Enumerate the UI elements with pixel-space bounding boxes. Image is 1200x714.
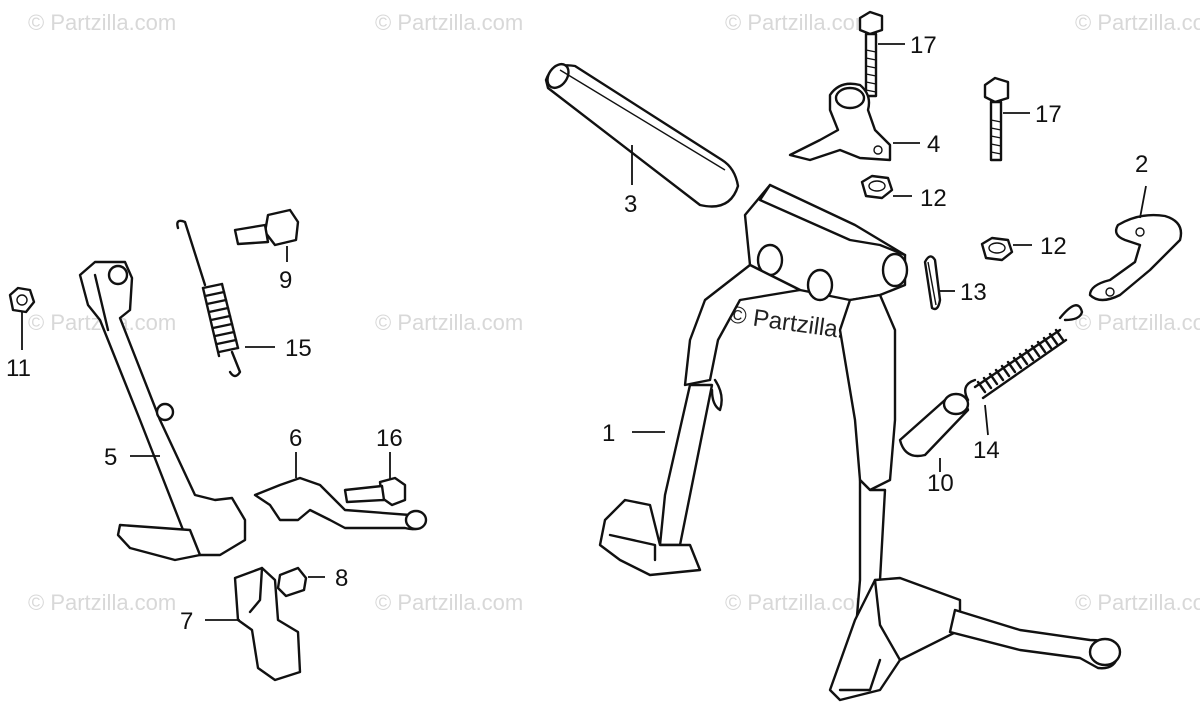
- callout-3: 3: [624, 191, 637, 218]
- leader-lines: [21, 43, 1147, 621]
- watermark-text: © Partzilla.com: [1075, 590, 1200, 615]
- callout-17: 17: [910, 32, 937, 59]
- callout-1: 1: [602, 420, 615, 447]
- callout-15: 15: [285, 335, 312, 362]
- part-17-bolt-right[interactable]: [983, 76, 1010, 162]
- part-4-bracket[interactable]: [788, 82, 892, 162]
- part-11-nut[interactable]: [8, 286, 36, 314]
- callout-7: 7: [180, 608, 193, 635]
- watermark-text: © Partzilla.com: [1075, 310, 1200, 335]
- part-7-foot-pad[interactable]: [233, 566, 302, 682]
- part-16-bolt[interactable]: [343, 476, 407, 507]
- watermark-text: © Partzilla.com: [725, 10, 873, 35]
- callout-12: 12: [1040, 233, 1067, 260]
- callout-4: 4: [927, 131, 940, 158]
- part-17-bolt-top[interactable]: [858, 10, 884, 98]
- callout-8: 8: [335, 565, 348, 592]
- part-2-plate[interactable]: [1088, 213, 1183, 302]
- callout-13: 13: [960, 279, 987, 306]
- callout-6: 6: [289, 425, 302, 452]
- watermark-text: © Partzilla.com: [375, 310, 523, 335]
- watermark-text: © Partzilla.com: [28, 10, 176, 35]
- part-12-nut-upper[interactable]: [860, 174, 894, 200]
- part-10-collar[interactable]: [898, 392, 970, 458]
- part-13-cotter-pin[interactable]: [923, 255, 942, 311]
- part-9-bolt[interactable]: [233, 208, 300, 247]
- part-6-lever-bracket[interactable]: [253, 476, 428, 531]
- callout-12: 12: [920, 185, 947, 212]
- part-12-nut-lower[interactable]: [980, 236, 1014, 262]
- callout-10: 10: [927, 470, 954, 497]
- part-3-pipe[interactable]: [543, 60, 740, 208]
- callout-9: 9: [279, 267, 292, 294]
- callout-17: 17: [1035, 101, 1062, 128]
- callout-14: 14: [973, 437, 1000, 464]
- callout-numbers: 17 17 4 12 12 13 2 3 1 14 10 9 15 11 5 6…: [6, 32, 1148, 635]
- watermark-text: © Partzilla.com: [725, 590, 873, 615]
- callout-11: 11: [6, 355, 31, 382]
- part-1-main-stand[interactable]: [598, 183, 1122, 702]
- watermark-text: © Partzilla.com: [375, 10, 523, 35]
- watermark-text: © Partzilla.com: [28, 590, 176, 615]
- part-15-side-stand-spring[interactable]: [176, 219, 242, 378]
- part-5-side-stand[interactable]: [78, 260, 247, 562]
- part-14-stand-spring[interactable]: [964, 304, 1084, 402]
- watermark-text: © Partzilla.com: [1075, 10, 1200, 35]
- part-8-rubber-cap[interactable]: [276, 566, 308, 598]
- callout-16: 16: [376, 425, 403, 452]
- watermark-text: © Partzilla.com: [375, 590, 523, 615]
- callout-5: 5: [104, 444, 117, 471]
- callout-2: 2: [1135, 151, 1148, 178]
